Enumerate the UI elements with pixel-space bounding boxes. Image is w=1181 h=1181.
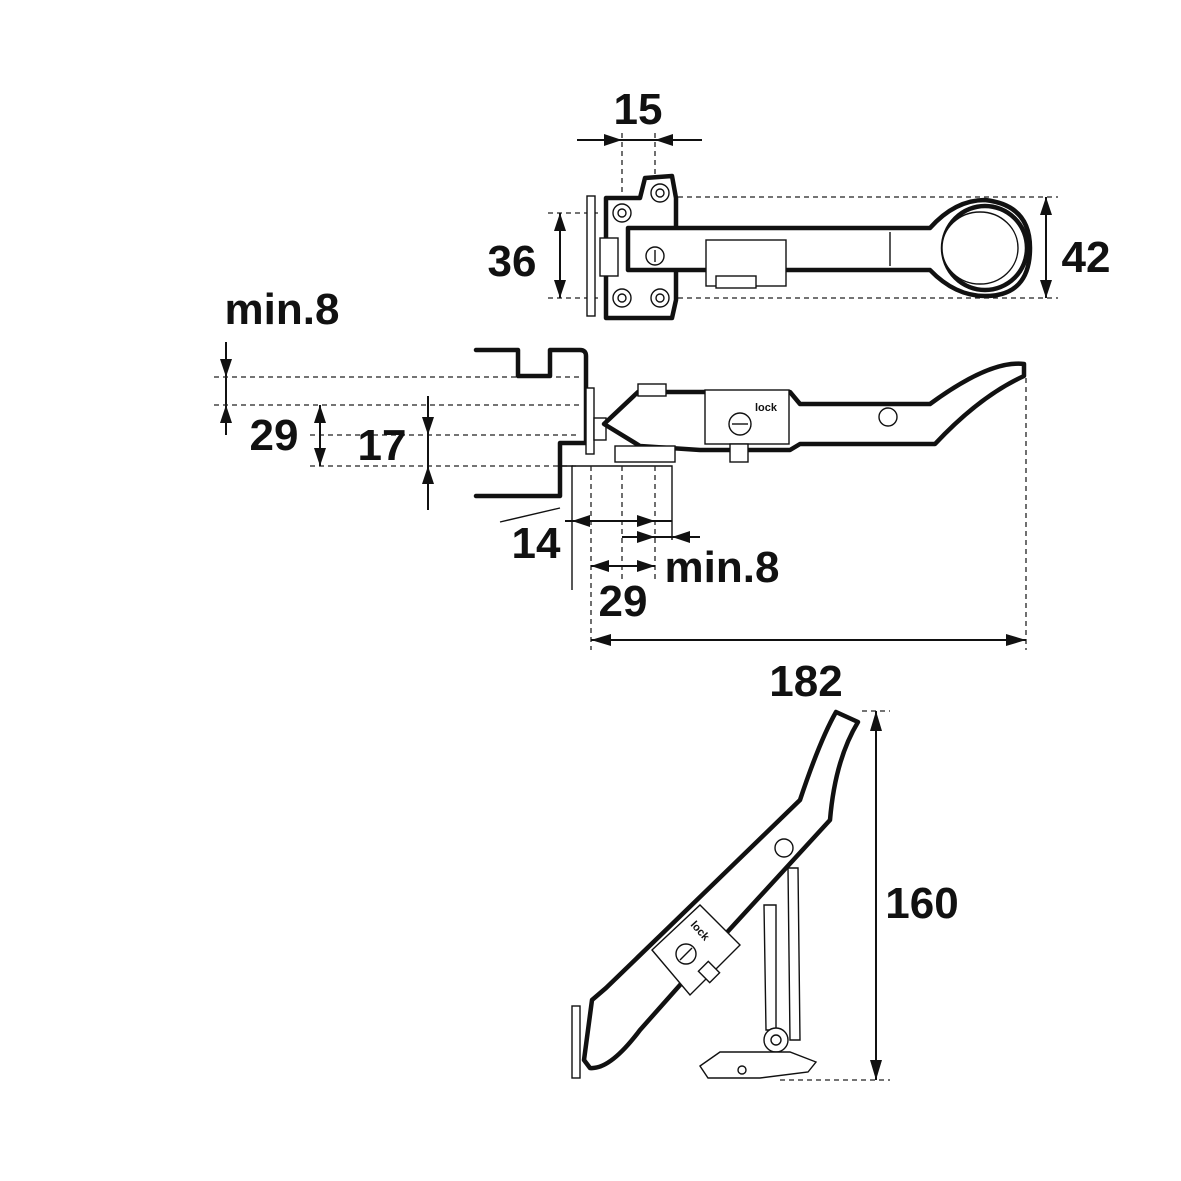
open-view: 160 lock bbox=[571, 709, 959, 1081]
dim-min8-bottom-label: min.8 bbox=[665, 543, 780, 592]
dim-42-label: 42 bbox=[1062, 233, 1111, 282]
top-view: 15 36 42 bbox=[488, 85, 1111, 321]
lock-label-side: lock bbox=[755, 402, 778, 414]
side-view: min.8 29 17 lock bbox=[214, 285, 1027, 706]
dim-29-bottom-label: 29 bbox=[599, 577, 648, 626]
dim-15-label: 15 bbox=[614, 85, 663, 134]
dim-182-label: 182 bbox=[769, 657, 842, 706]
dim-160-label: 160 bbox=[885, 879, 958, 928]
dim-36-label: 36 bbox=[488, 237, 537, 286]
dim-14-label: 14 bbox=[512, 519, 561, 568]
dim-min8-top-label: min.8 bbox=[225, 285, 340, 334]
dim-29-side-label: 29 bbox=[250, 411, 299, 460]
dim-17-label: 17 bbox=[358, 421, 407, 470]
